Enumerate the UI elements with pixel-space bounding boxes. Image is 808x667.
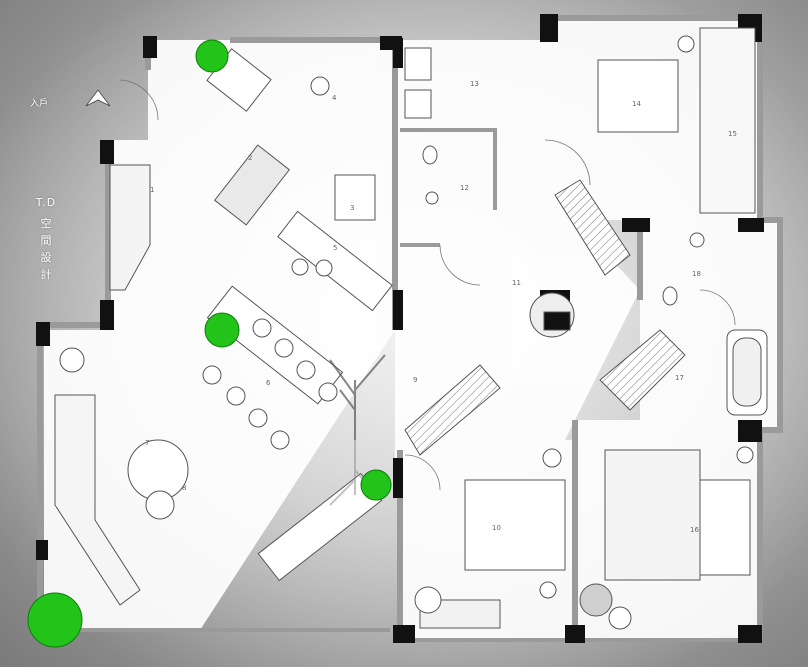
dining-chairs [202, 258, 338, 450]
room-num-2: 2 [248, 154, 252, 162]
brand-block: T.D 空 間 設 計 [28, 196, 64, 283]
toilet [662, 286, 678, 306]
lamp-10 [539, 581, 557, 599]
wall-segment [400, 128, 497, 210]
brand-char: 空 [40, 217, 52, 230]
entry-label: 入戶 [30, 99, 49, 109]
closet-hatched [404, 364, 501, 456]
side-stool [414, 586, 442, 614]
closet-hatched [599, 329, 686, 411]
room-num-3: 3 [350, 204, 354, 212]
room-num-7: 7 [145, 439, 149, 447]
rug-16 [604, 449, 701, 581]
room-num-12: 12 [460, 184, 469, 192]
coffee-table [213, 144, 291, 226]
sink-13 [404, 47, 432, 81]
bed-14 [597, 59, 679, 133]
door-swings [119, 79, 736, 491]
kitchen-sink [310, 76, 330, 96]
furniture [54, 27, 768, 630]
round-stool [608, 606, 632, 630]
center-table-object [543, 311, 571, 331]
room-num-8: 8 [182, 484, 186, 492]
closets [404, 179, 686, 456]
stove [334, 174, 376, 221]
floor-lamp [59, 347, 85, 373]
room-num-16: 16 [690, 526, 699, 534]
lounge-sofa [54, 394, 141, 606]
lamp-16 [736, 446, 754, 464]
structural-columns [36, 14, 764, 643]
bathtub-inner [732, 337, 762, 407]
room-num-11: 11 [512, 279, 521, 287]
room-num-17: 17 [675, 374, 684, 382]
toilet-12 [422, 145, 438, 165]
lamp [677, 35, 695, 53]
brand-char: 計 [40, 268, 52, 281]
tree-silhouette [329, 354, 386, 440]
room-num-9: 9 [413, 376, 417, 384]
bed-10 [464, 479, 566, 571]
room-num-14: 14 [632, 100, 641, 108]
room-num-15: 15 [728, 130, 737, 138]
brand-abbr: T.D [35, 196, 57, 209]
plants [27, 39, 392, 648]
plant-icon [27, 592, 83, 648]
room-num-4: 4 [332, 94, 337, 102]
room-num-6: 6 [266, 379, 271, 387]
plant-icon [204, 312, 240, 348]
brand-char: 設 [40, 251, 52, 264]
basin [689, 232, 705, 248]
room-num-18: 18 [692, 270, 701, 278]
room-numbers: 1 2 3 4 5 6 7 8 9 10 11 12 13 14 15 16 1… [145, 80, 737, 534]
central-hall-floor [395, 40, 640, 470]
armchair [579, 583, 613, 617]
wardrobe-15 [699, 27, 756, 214]
plant-icon [360, 469, 392, 501]
room-num-1: 1 [150, 186, 154, 194]
closet-hatched [554, 179, 631, 276]
lamp-10b [542, 448, 562, 468]
plant-icon [195, 39, 229, 73]
side-table [145, 490, 175, 520]
wall-segment [37, 145, 111, 630]
room-num-5: 5 [333, 244, 337, 252]
washer-13 [404, 89, 432, 119]
basin-12 [425, 191, 439, 205]
wall-segment [757, 217, 783, 640]
sofa [109, 164, 151, 291]
room-num-13: 13 [470, 80, 479, 88]
room-num-10: 10 [492, 524, 501, 532]
brand-char: 間 [40, 234, 52, 247]
entry-arrow-icon [85, 89, 111, 107]
